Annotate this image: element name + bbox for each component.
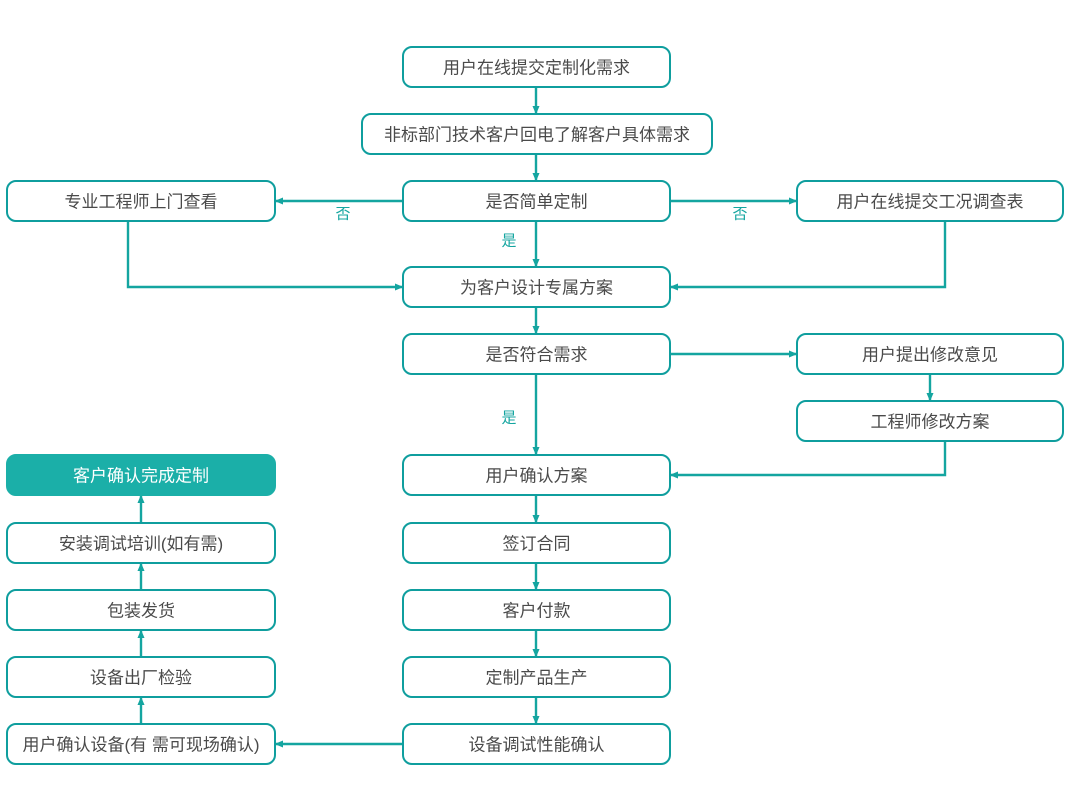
flow-node-n8[interactable]: 用户提出修改意见 xyxy=(796,333,1064,375)
node-label-n15: 用户确认设备(有 需可现场确认) xyxy=(22,736,259,755)
flow-node-n16[interactable]: 设备出厂检验 xyxy=(6,656,276,698)
node-label-n14: 设备调试性能确认 xyxy=(469,736,605,755)
flow-node-n3[interactable]: 是否简单定制 xyxy=(402,180,671,222)
node-label-n7: 是否符合需求 xyxy=(486,346,588,365)
node-label-n18: 安装调试培训(如有需) xyxy=(59,535,223,554)
node-label-n8: 用户提出修改意见 xyxy=(862,346,998,365)
node-label-n4: 专业工程师上门查看 xyxy=(65,193,218,212)
node-label-n16: 设备出厂检验 xyxy=(90,669,192,688)
node-shape-n11[interactable] xyxy=(402,522,671,564)
node-label-n5: 用户在线提交工况调查表 xyxy=(837,193,1024,212)
node-shape-n15[interactable] xyxy=(6,723,276,765)
flow-node-n12[interactable]: 客户付款 xyxy=(402,589,671,631)
node-shape-n6[interactable] xyxy=(402,266,671,308)
node-shape-n16[interactable] xyxy=(6,656,276,698)
flow-node-n1[interactable]: 用户在线提交定制化需求 xyxy=(402,46,671,88)
node-shape-n4[interactable] xyxy=(6,180,276,222)
node-label-n6: 为客户设计专属方案 xyxy=(460,279,613,298)
edges-layer xyxy=(126,87,947,748)
flow-node-n19[interactable]: 客户确认完成定制 xyxy=(6,454,276,496)
edge-label-e-yes-top: 是 xyxy=(501,233,516,250)
node-label-n2: 非标部门技术客户回电了解客户具体需求 xyxy=(384,126,690,145)
node-shape-n18[interactable] xyxy=(6,522,276,564)
flow-node-n11[interactable]: 签订合同 xyxy=(402,522,671,564)
node-label-n13: 定制产品生产 xyxy=(486,669,588,688)
flow-node-n5[interactable]: 用户在线提交工况调查表 xyxy=(796,180,1064,222)
flow-node-n14[interactable]: 设备调试性能确认 xyxy=(402,723,671,765)
flow-node-n4[interactable]: 专业工程师上门查看 xyxy=(6,180,276,222)
flow-node-n18[interactable]: 安装调试培训(如有需) xyxy=(6,522,276,564)
flow-node-n2[interactable]: 非标部门技术客户回电了解客户具体需求 xyxy=(361,113,713,155)
node-shape-n14[interactable] xyxy=(402,723,671,765)
node-shape-n8[interactable] xyxy=(796,333,1064,375)
edge-label-e-yes-mid: 是 xyxy=(501,410,516,427)
edge-label-e-no-right: 否 xyxy=(732,206,747,223)
flow-node-n13[interactable]: 定制产品生产 xyxy=(402,656,671,698)
flow-node-n10[interactable]: 用户确认方案 xyxy=(402,454,671,496)
node-label-n1: 用户在线提交定制化需求 xyxy=(443,59,630,78)
flow-node-n9[interactable]: 工程师修改方案 xyxy=(796,400,1064,442)
flow-node-n6[interactable]: 为客户设计专属方案 xyxy=(402,266,671,308)
node-label-n10: 用户确认方案 xyxy=(486,467,588,486)
node-label-n11: 签订合同 xyxy=(503,535,571,554)
flow-edge-n5-to-n6 xyxy=(669,221,947,291)
edge-labels-layer: 否否是是 xyxy=(335,206,747,427)
node-label-n9: 工程师修改方案 xyxy=(871,413,990,432)
node-label-n3: 是否简单定制 xyxy=(486,193,588,212)
flow-node-n15[interactable]: 用户确认设备(有 需可现场确认) xyxy=(6,723,276,765)
node-shape-n5[interactable] xyxy=(796,180,1064,222)
node-label-n17: 包装发货 xyxy=(107,602,175,621)
node-shape-n9[interactable] xyxy=(796,400,1064,442)
node-shape-n19[interactable] xyxy=(6,454,276,496)
node-shape-n13[interactable] xyxy=(402,656,671,698)
node-shape-n10[interactable] xyxy=(402,454,671,496)
node-shape-n1[interactable] xyxy=(402,46,671,88)
node-shape-n7[interactable] xyxy=(402,333,671,375)
node-shape-n17[interactable] xyxy=(6,589,276,631)
flow-edge-n9-to-n10 xyxy=(669,441,947,479)
flow-node-n7[interactable]: 是否符合需求 xyxy=(402,333,671,375)
node-label-n12: 客户付款 xyxy=(503,602,571,621)
node-shape-n12[interactable] xyxy=(402,589,671,631)
edge-label-e-no-left: 否 xyxy=(335,206,350,223)
node-label-n19: 客户确认完成定制 xyxy=(73,467,209,486)
flow-edge-n4-to-n6 xyxy=(126,221,404,291)
node-shape-n2[interactable] xyxy=(361,113,713,155)
flow-node-n17[interactable]: 包装发货 xyxy=(6,589,276,631)
node-shape-n3[interactable] xyxy=(402,180,671,222)
